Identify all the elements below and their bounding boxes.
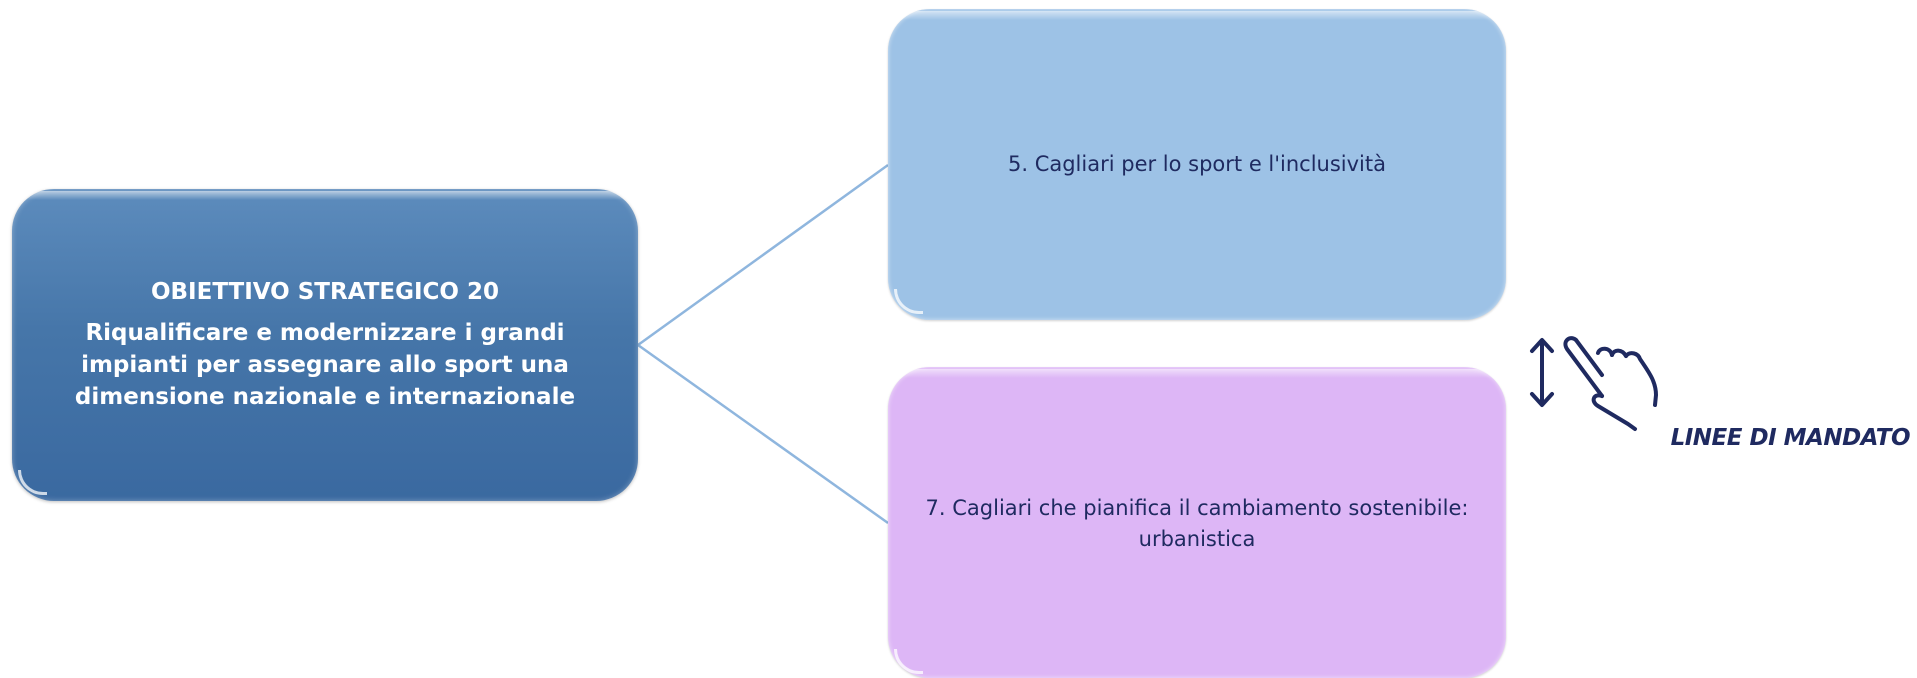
connector-to-line-7 — [637, 343, 889, 525]
connector-to-line-5 — [637, 163, 889, 347]
mandate-line-label: 7. Cagliari che pianifica il cambiamento… — [925, 495, 1469, 551]
objective-title: OBIETTIVO STRATEGICO 20 — [150, 279, 500, 305]
mandate-line-card-7: 7. Cagliari che pianifica il cambiamento… — [888, 367, 1506, 678]
mandate-lines-label[interactable]: LINEE DI MANDATO — [1670, 425, 1911, 451]
objective-text: Riqualificare e modernizzare i grandi im… — [74, 320, 576, 410]
mandate-line-card-5: 5. Cagliari per lo sport e l'inclusività — [888, 9, 1506, 320]
mandate-line-label: 5. Cagliari per lo sport e l'inclusività — [1007, 152, 1386, 176]
hand-swipe-icon[interactable] — [1518, 329, 1672, 433]
strategic-objective-box: OBIETTIVO STRATEGICO 20 Riqualificare e … — [12, 189, 638, 501]
